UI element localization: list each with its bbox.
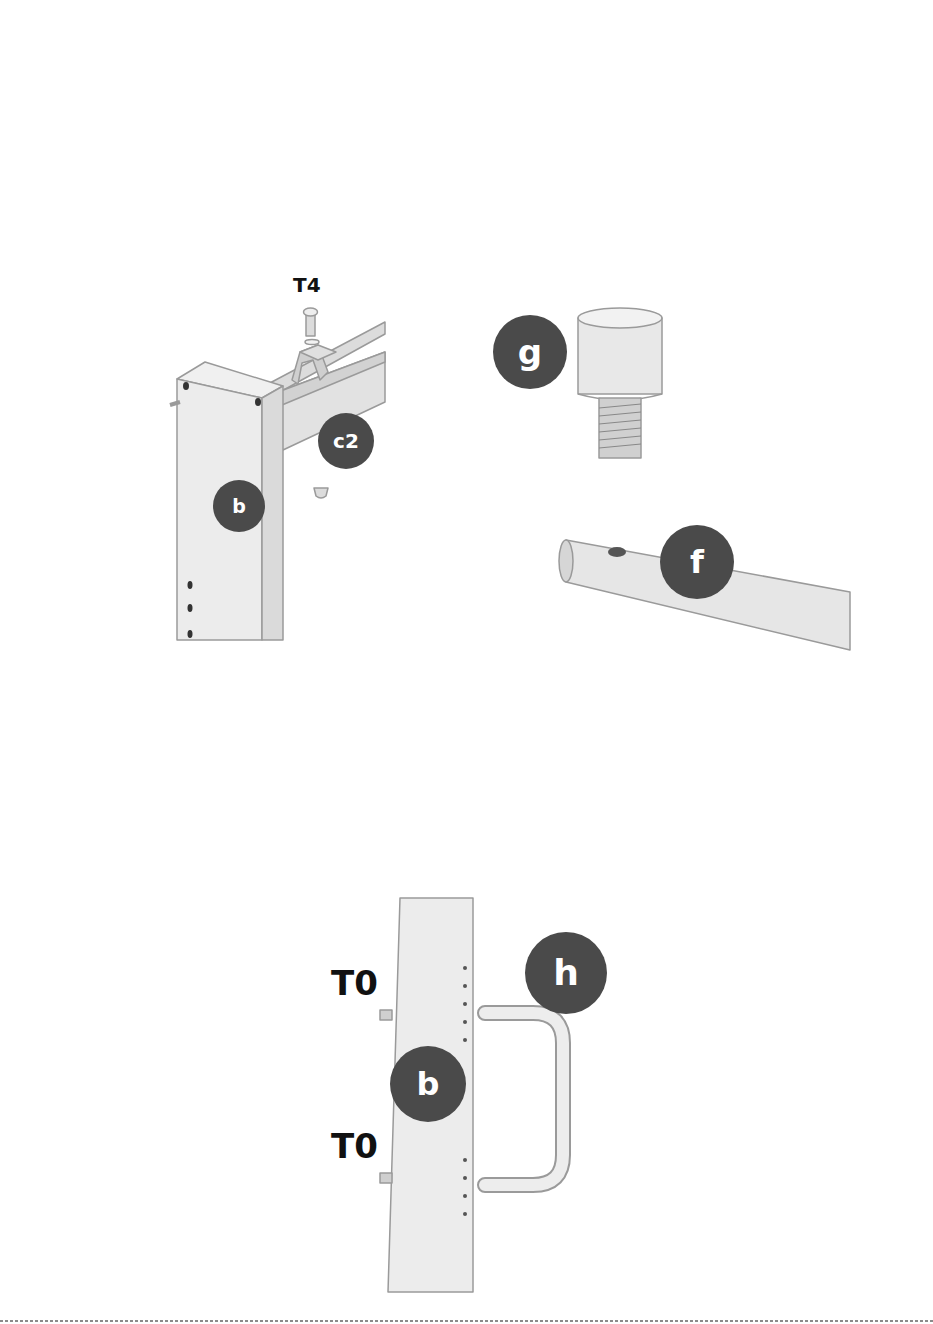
fastener-label: T0 xyxy=(331,1128,378,1165)
fastener-label: T0 xyxy=(331,965,378,1002)
callout-letter: g xyxy=(493,315,567,389)
callout-letter: h xyxy=(525,932,607,1014)
callout-letter: b xyxy=(213,480,265,532)
callout-letter: f xyxy=(660,525,734,599)
fastener-label: T4 xyxy=(293,274,321,296)
callout-letter: b xyxy=(390,1046,466,1122)
callout-letter: c2 xyxy=(318,413,374,469)
